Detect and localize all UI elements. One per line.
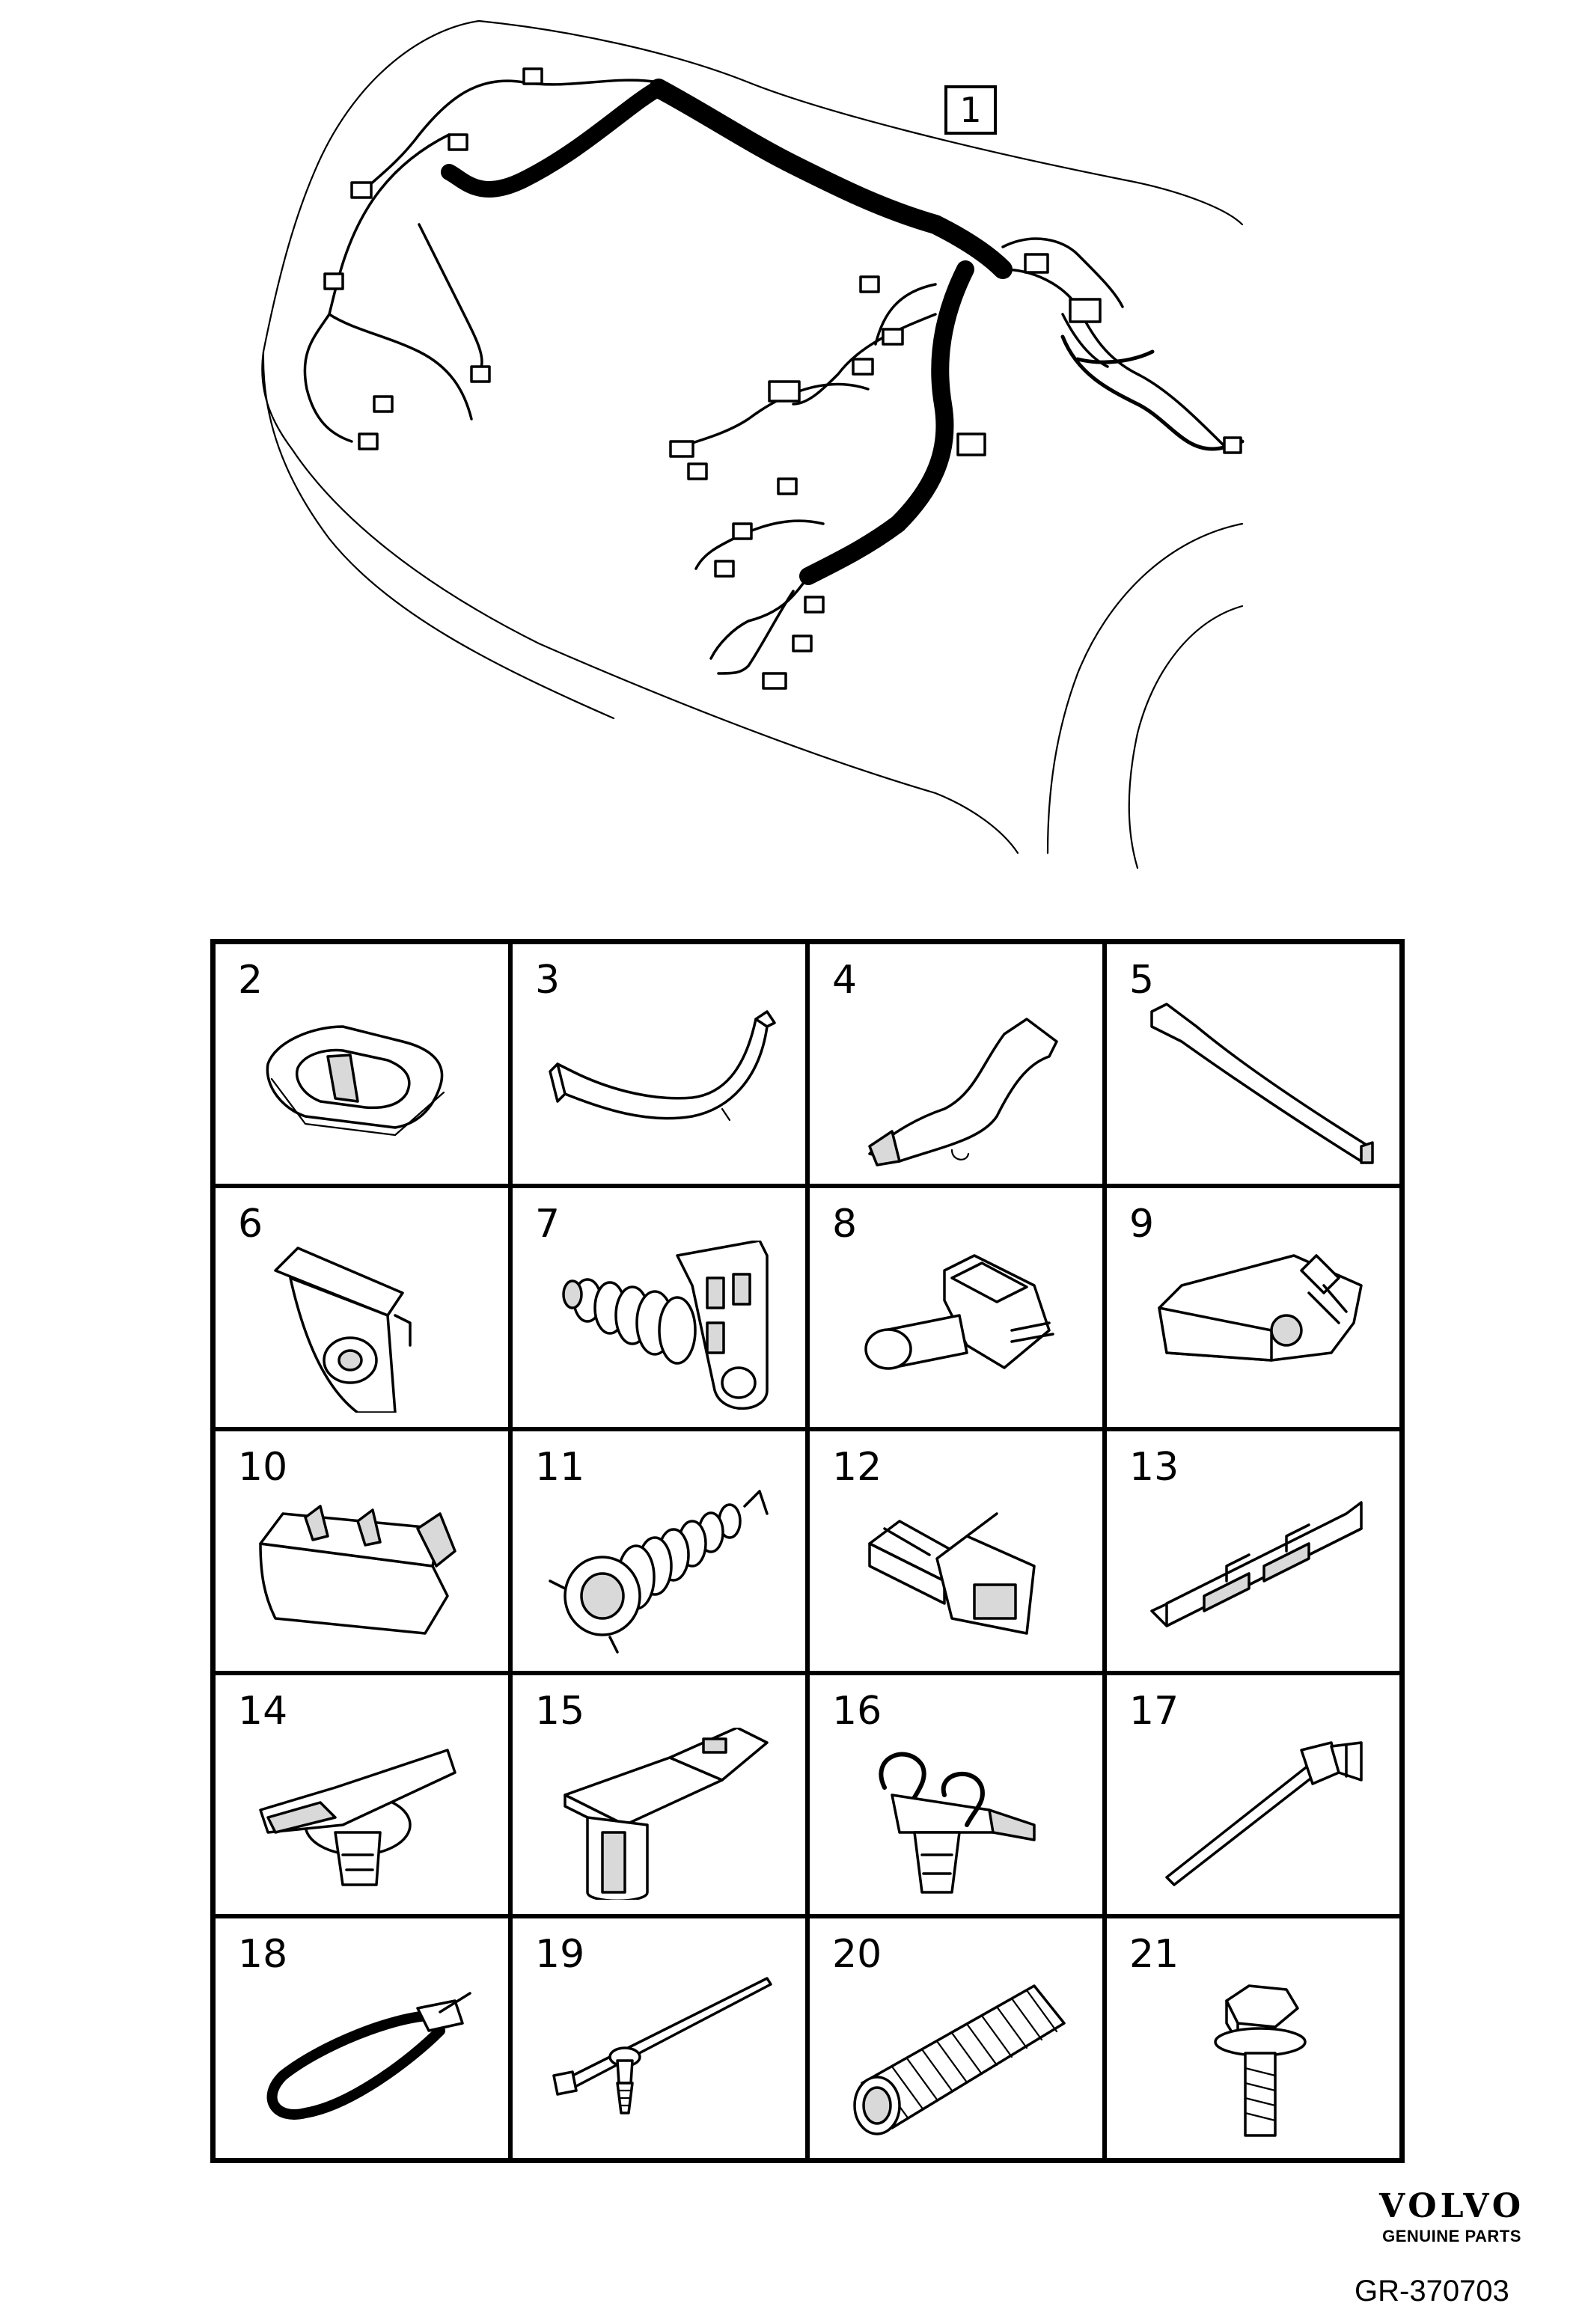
part-cell-5[interactable]: 5 — [1105, 942, 1402, 1186]
part-number: 9 — [1129, 1201, 1155, 1247]
push-clip-icon — [259, 1749, 456, 1886]
part-cell-8[interactable]: 8 — [807, 1185, 1105, 1430]
part-cell-7[interactable]: 7 — [510, 1185, 807, 1430]
part-number: 5 — [1129, 958, 1155, 1003]
cable-holder-rail-icon — [1150, 1501, 1363, 1627]
part-number: 16 — [832, 1688, 882, 1734]
part-number: 8 — [832, 1201, 858, 1247]
part-number: 11 — [535, 1445, 585, 1490]
logo-subtitle: GENUINE PARTS — [1382, 2227, 1521, 2245]
part-cell-9[interactable]: 9 — [1105, 1185, 1402, 1430]
part-cell-17[interactable]: 17 — [1105, 1672, 1402, 1917]
part-number: 3 — [535, 958, 561, 1003]
part-number: 17 — [1129, 1688, 1179, 1734]
harness-connectors — [323, 67, 1242, 690]
connector-clip-icon — [868, 1512, 1036, 1635]
corrugated-tube-icon — [853, 1984, 1066, 2136]
diagram-reference: GR-370703 — [1355, 2275, 1509, 2308]
part-number: 10 — [238, 1445, 288, 1490]
part-cell-12[interactable]: 12 — [807, 1429, 1105, 1673]
part-number: 13 — [1129, 1445, 1179, 1490]
part-number: 2 — [238, 958, 263, 1003]
part-number: 18 — [238, 1932, 288, 1978]
part-cell-21[interactable]: 21 — [1105, 1916, 1402, 2160]
part-cell-16[interactable]: 16 — [807, 1672, 1105, 1917]
part-number: 12 — [832, 1445, 882, 1490]
harness-clip-icon — [564, 1727, 769, 1900]
double-cable-clip-icon — [879, 1752, 1036, 1894]
cable-guide-bracket-icon — [868, 1018, 1058, 1166]
part-cell-18[interactable]: 18 — [213, 1916, 510, 2160]
part-cell-19[interactable]: 19 — [510, 1916, 807, 2160]
loop-cable-tie-icon — [266, 1992, 471, 2120]
part-cell-15[interactable]: 15 — [510, 1672, 807, 1917]
car-body-outline — [261, 19, 1244, 869]
part-number: 4 — [832, 958, 858, 1003]
flange-bolt-icon — [1214, 1984, 1307, 2138]
part-cell-14[interactable]: 14 — [213, 1672, 510, 1917]
connector-housing-icon — [864, 1253, 1054, 1370]
part-cell-3[interactable]: 3 — [510, 942, 807, 1186]
corrugated-grommet-icon — [549, 1490, 769, 1654]
clip-cover-icon — [259, 1505, 456, 1635]
connector-cover-icon — [1158, 1253, 1363, 1362]
wiring-harness-illustration — [261, 19, 1245, 869]
part-cell-4[interactable]: 4 — [807, 942, 1105, 1186]
grommet-plate-icon — [266, 1025, 445, 1137]
cable-duct-strip-icon — [1150, 1003, 1374, 1164]
part-cell-10[interactable]: 10 — [213, 1429, 510, 1673]
part-cell-20[interactable]: 20 — [807, 1916, 1105, 2160]
part-number: 20 — [832, 1932, 882, 1978]
logo-brand: VOLVO — [1378, 2187, 1525, 2225]
part-cell-13[interactable]: 13 — [1105, 1429, 1402, 1673]
grommet-bracket-icon — [274, 1246, 412, 1413]
part-number: 15 — [535, 1688, 585, 1734]
cable-tie-anchor-icon — [1165, 1741, 1363, 1886]
part-number: 6 — [238, 1201, 263, 1247]
part-number: 19 — [535, 1932, 585, 1978]
ground-cable-branch — [1075, 349, 1155, 364]
callout-1: 1 — [944, 85, 997, 135]
part-cell-2[interactable]: 2 — [213, 942, 510, 1186]
cable-tie-stud-icon — [552, 1977, 772, 2115]
bellows-grommet-holder-icon — [562, 1240, 769, 1410]
part-cell-6[interactable]: 6 — [213, 1185, 510, 1430]
parts-grid: 2 3 4 5 6 — [210, 939, 1405, 2163]
part-number: 14 — [238, 1688, 288, 1734]
part-number: 7 — [535, 1201, 561, 1247]
part-cell-11[interactable]: 11 — [510, 1429, 807, 1673]
volvo-logo: VOLVO GENUINE PARTS — [1362, 2187, 1542, 2246]
curved-cable-channel-icon — [549, 1010, 776, 1122]
part-number: 21 — [1129, 1932, 1179, 1978]
harness-trunks — [441, 79, 1013, 585]
